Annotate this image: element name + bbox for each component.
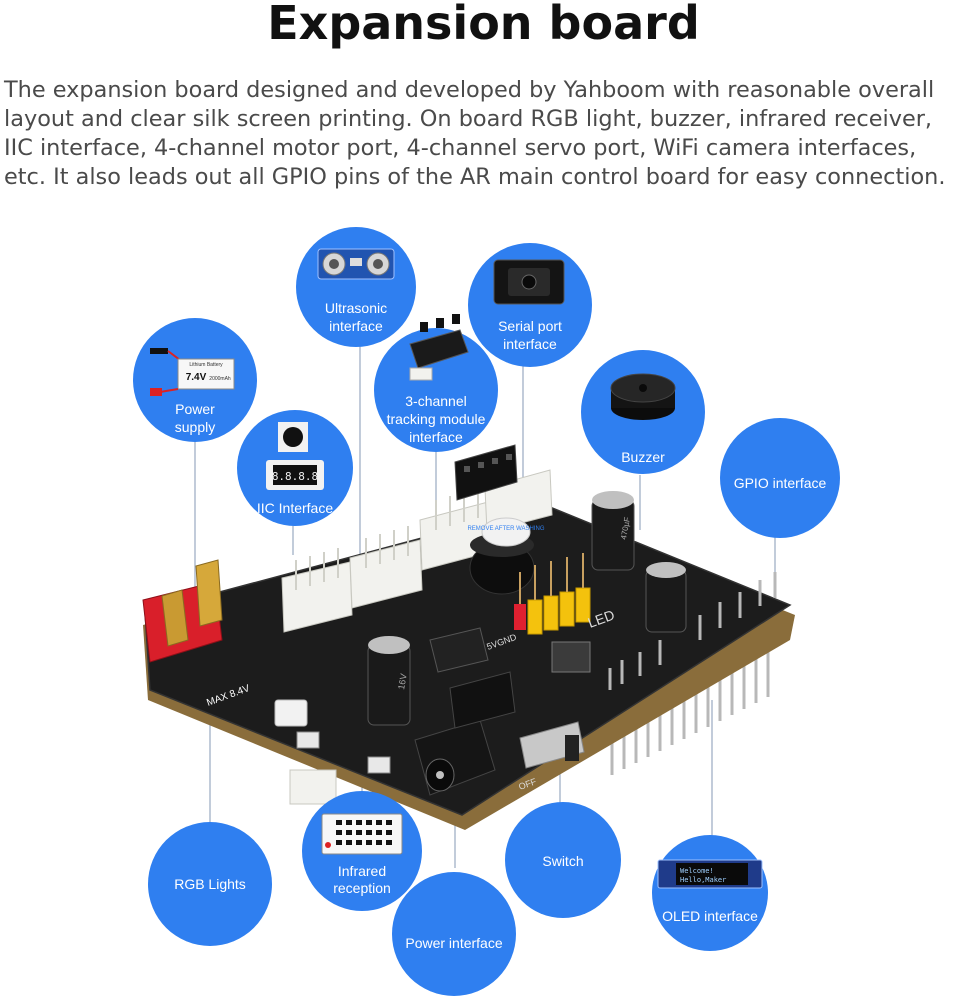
callout-oled-label: OLED interface (662, 908, 758, 924)
svg-text:16V: 16V (396, 673, 409, 691)
capacitor-right (645, 562, 687, 633)
oled-line-1: Welcome! (680, 867, 714, 875)
callout-power-interface: Power interface (392, 872, 516, 996)
camera-module-icon (493, 259, 565, 305)
servo-pin-headers (514, 553, 591, 635)
inductor (551, 641, 591, 673)
page-description: The expansion board designed and develop… (4, 77, 946, 190)
callout-tracking: 3-channel tracking module interface (374, 314, 498, 452)
tracking-module-icon (409, 314, 469, 381)
callout-ultrasonic: Ultrasonic interface (296, 227, 416, 347)
callout-power-supply-label-1: Power (175, 401, 215, 417)
battery-icon: Lithium Battery 7.4V 2000mAh (150, 348, 235, 396)
callout-infrared-label-2: reception (333, 880, 391, 896)
callout-switch-label: Switch (542, 853, 583, 869)
callout-iic-label: IIC Interface (257, 500, 333, 516)
callout-tracking-label-2: tracking module (387, 411, 486, 427)
iic-display-digits: 8.8.8.8 (272, 470, 318, 483)
bottom-connector (289, 769, 337, 805)
capacitor-large: 470µF (591, 491, 635, 571)
callout-rgb: RGB Lights (148, 822, 272, 946)
callout-power-interface-label: Power interface (405, 935, 502, 951)
callout-rgb-label: RGB Lights (174, 876, 246, 892)
callout-power-supply: Lithium Battery 7.4V 2000mAh Power suppl… (133, 318, 257, 442)
callout-tracking-label-1: 3-channel (405, 393, 467, 409)
callout-power-supply-label-2: supply (175, 419, 215, 435)
battery-voltage: 7.4V (186, 372, 207, 383)
rgb-led (274, 699, 308, 727)
callout-infrared: Infrared reception (302, 791, 422, 911)
button-2 (367, 756, 391, 774)
callout-ultrasonic-label-1: Ultrasonic (325, 300, 387, 316)
expansion-board: REMOVE AFTER WASHING 470µF 16V (142, 444, 795, 830)
page-title: Expansion board (267, 0, 700, 50)
battery-capacity: 2000mAh (209, 376, 231, 382)
callout-oled: Welcome! Hello,Maker OLED interface (652, 835, 768, 951)
battery-brand: Lithium Battery (189, 362, 223, 368)
callout-gpio: GPIO interface (720, 418, 840, 538)
callout-serial-port: Serial port interface (468, 243, 592, 367)
callout-infrared-label-1: Infrared (338, 863, 386, 879)
callout-buzzer: Buzzer (581, 350, 705, 474)
iic-display-icon: 8.8.8.8 (266, 422, 324, 490)
buzzer-component: REMOVE AFTER WASHING (467, 517, 545, 595)
ultrasonic-sensor-icon (317, 248, 395, 280)
power-plug-t-connector (142, 559, 223, 663)
callout-serial-port-label-2: interface (503, 336, 557, 352)
callout-serial-port-label-1: Serial port (498, 318, 562, 334)
button-1 (296, 731, 320, 749)
svg-text:470µF: 470µF (619, 516, 632, 540)
callout-gpio-label: GPIO interface (734, 475, 827, 491)
buzzer-icon (610, 373, 676, 420)
leader-lines (194, 345, 776, 868)
servo-motor-connectors (281, 469, 553, 633)
oled-screen-icon: Welcome! Hello,Maker (657, 859, 763, 889)
serial-header (454, 444, 518, 501)
callout-ultrasonic-label-2: interface (329, 318, 383, 334)
gpio-pins-top (608, 572, 777, 690)
power-jack (414, 671, 516, 796)
callout-buzzer-label: Buzzer (621, 449, 665, 465)
remote-control-icon (321, 813, 403, 855)
callout-switch: Switch (505, 802, 621, 918)
callout-bubbles: Ultrasonic interface Serial port interfa… (133, 227, 840, 996)
callout-iic: 8.8.8.8 IIC Interface (237, 410, 353, 526)
buzzer-sticker: REMOVE AFTER WASHING (467, 526, 544, 532)
capacitor-small: 16V (367, 636, 411, 726)
oled-line-2: Hello,Maker (680, 876, 726, 884)
callout-tracking-label-3: interface (409, 429, 463, 445)
main-chip (429, 627, 489, 673)
